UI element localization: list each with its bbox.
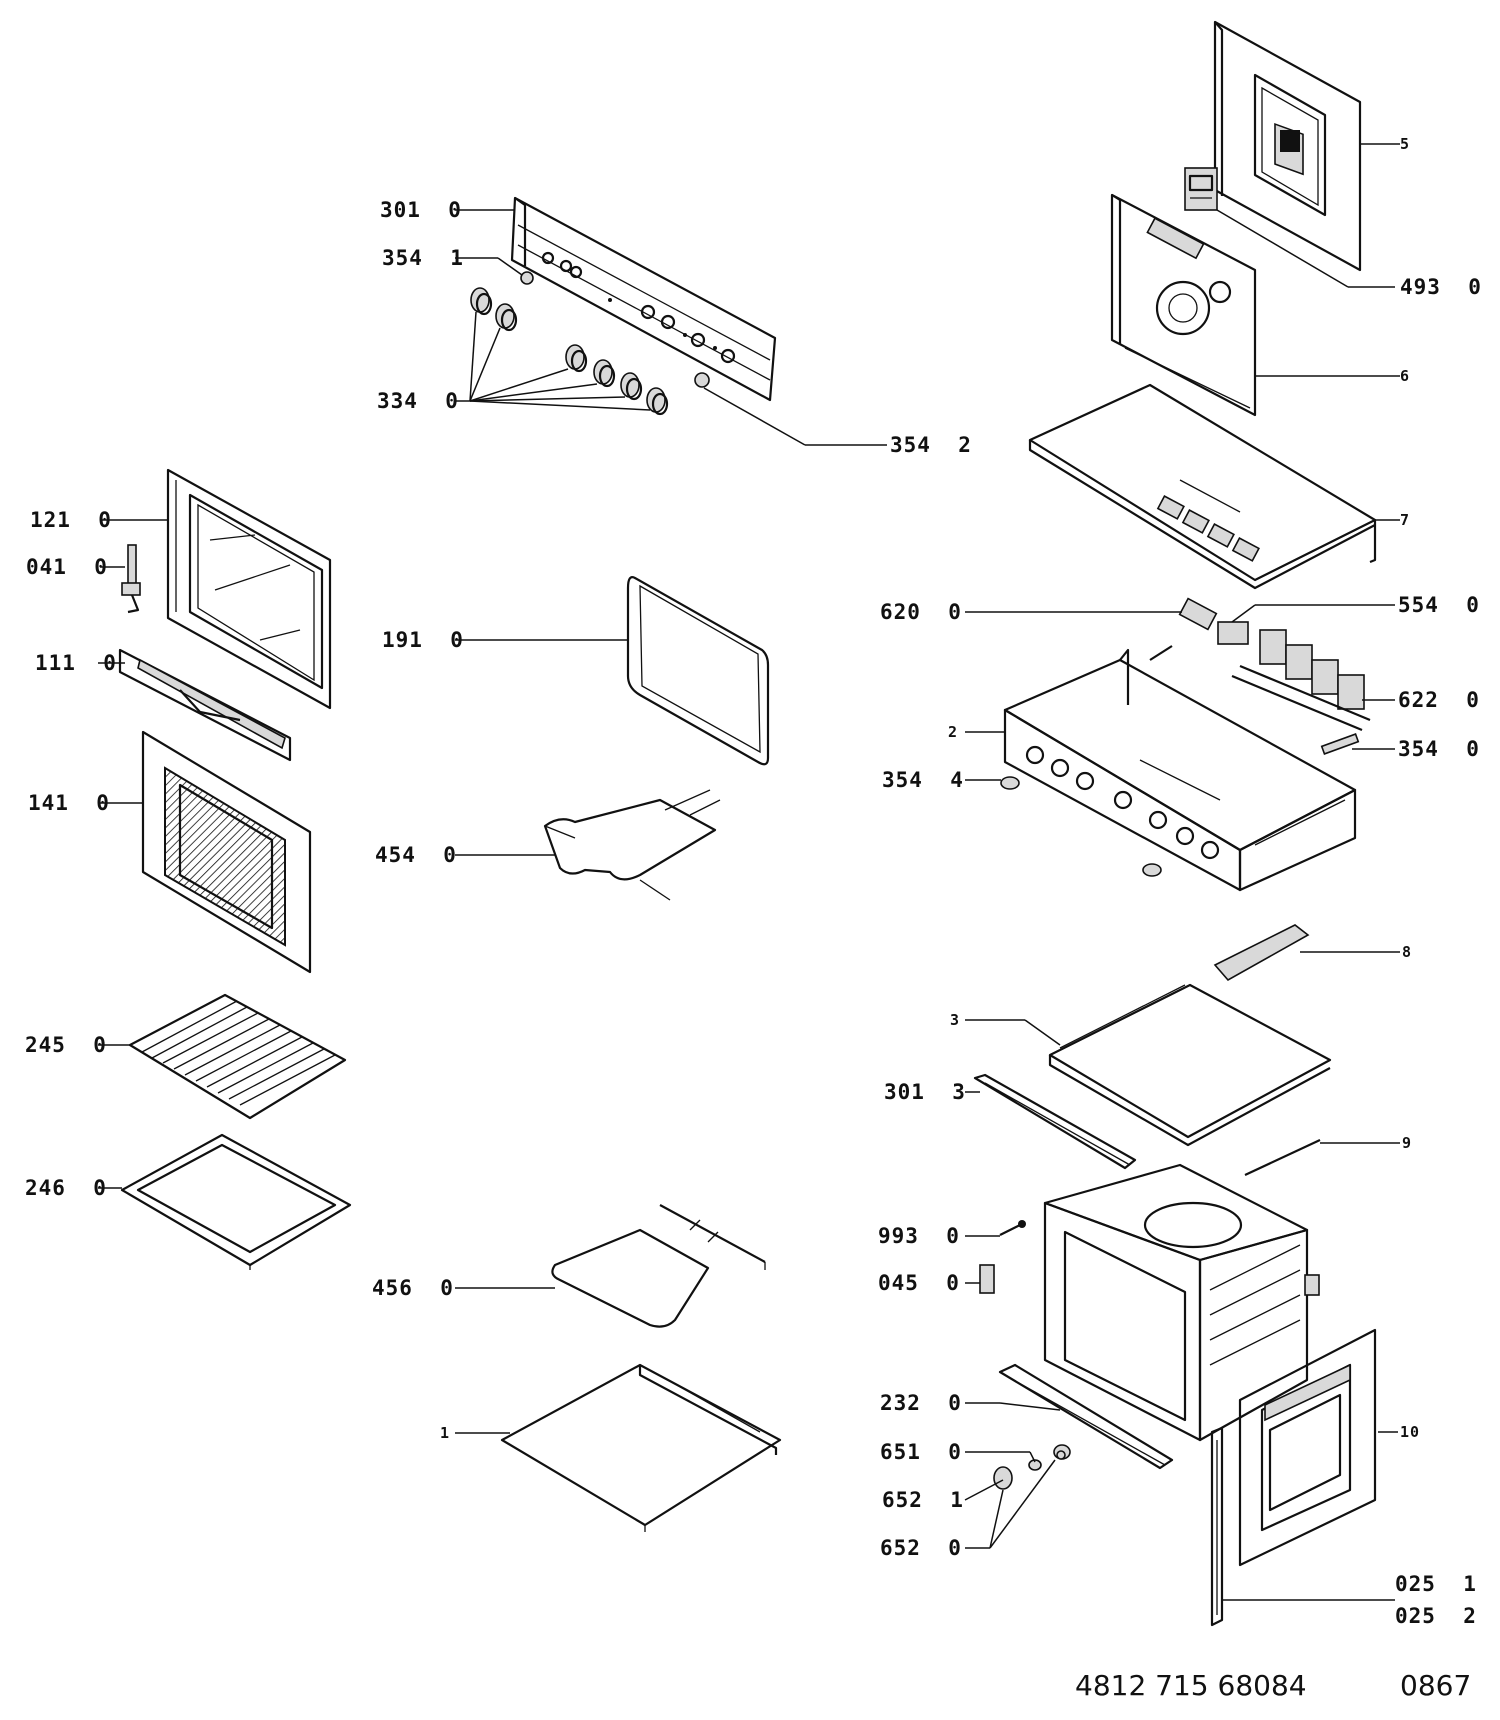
callout-354-2: 354 2 (890, 433, 972, 457)
screw-part (999, 1220, 1026, 1236)
rear-cover-part (1213, 20, 1362, 272)
bottom-plate-part (500, 1363, 782, 1532)
callout-354-1: 354 1 (382, 246, 464, 270)
bottom-heating-element-part (551, 1204, 766, 1328)
callout-301-3: 301 3 (884, 1080, 966, 1104)
callout-025-1: 025 1 (1395, 1572, 1477, 1596)
callout-7: 7 (1400, 511, 1411, 529)
switch-part (1149, 597, 1218, 661)
callout-354-4: 354 4 (882, 768, 964, 792)
callout-354-0: 354 0 (1398, 737, 1480, 761)
callout-652-1: 652 1 (882, 1488, 964, 1512)
callout-045-0: 045 0 (878, 1271, 960, 1295)
leader-lines (98, 143, 1400, 1601)
bottom-rail-part (998, 1363, 1174, 1470)
fan-housing-part (1110, 193, 1257, 417)
lamp-socket-part (1000, 776, 1162, 877)
callout-334-0: 334 0 (377, 389, 459, 413)
drawing-code-footer: 0867 (1400, 1669, 1472, 1702)
callout-554-0: 554 0 (1398, 593, 1480, 617)
top-heating-element-part (543, 789, 721, 901)
rod-part (1244, 1139, 1321, 1176)
callout-456-0: 456 0 (372, 1276, 454, 1300)
door-handle-part (118, 648, 292, 762)
callout-5: 5 (1400, 135, 1411, 153)
callout-041-0: 041 0 (26, 555, 108, 579)
control-panel-part (510, 196, 777, 402)
callout-493-0: 493 0 (1400, 275, 1482, 299)
guide-rail-part (1210, 1426, 1224, 1627)
callout-6: 6 (1400, 367, 1411, 385)
hinge-part (121, 544, 141, 614)
callout-121-0: 121 0 (30, 508, 112, 532)
indicator-lamp-part (520, 271, 534, 285)
lamp-holder-part (1320, 733, 1360, 755)
callout-620-0: 620 0 (880, 600, 962, 624)
terminal-block-part (1184, 167, 1218, 211)
knob-set-part (470, 287, 669, 416)
callout-111-0: 111 0 (35, 651, 117, 675)
door-frame-part (166, 468, 332, 710)
callout-1: 1 (440, 1424, 451, 1442)
part-number-footer: 4812 715 68084 (1075, 1669, 1307, 1702)
door-gasket-part (626, 576, 770, 766)
top-plate-part (1028, 383, 1377, 590)
callout-3: 3 (950, 1011, 961, 1029)
control-tray-part (1003, 648, 1357, 892)
callout-622-0: 622 0 (1398, 688, 1480, 712)
side-rail-part (973, 1073, 1137, 1170)
callout-8: 8 (1402, 943, 1413, 961)
callout-191-0: 191 0 (382, 628, 464, 652)
callout-454-0: 454 0 (375, 843, 457, 867)
oven-cavity-part (1043, 1163, 1320, 1442)
callout-651-0: 651 0 (880, 1440, 962, 1464)
bracket-part (1213, 924, 1310, 982)
side-panel-part (1238, 1328, 1377, 1567)
switch-cluster-part (1217, 621, 1371, 732)
outer-glass-part (141, 730, 312, 974)
indicator-lamp-part (694, 372, 710, 388)
baking-tray-part (120, 1133, 352, 1270)
callout-246-0: 246 0 (25, 1176, 107, 1200)
callout-245-0: 245 0 (25, 1033, 107, 1057)
callout-2: 2 (948, 723, 959, 741)
callout-652-0: 652 0 (880, 1536, 962, 1560)
callout-232-0: 232 0 (880, 1391, 962, 1415)
clip-part (979, 1264, 995, 1294)
callout-9: 9 (1402, 1134, 1413, 1152)
lamp-cover-part (993, 1444, 1071, 1490)
callout-025-2: 025 2 (1395, 1604, 1477, 1628)
door-gasket-inner (639, 584, 761, 754)
wire-shelf-part (128, 993, 347, 1120)
callout-10: 10 (1400, 1423, 1421, 1441)
callout-141-0: 141 0 (28, 791, 110, 815)
callout-301-0: 301 0 (380, 198, 462, 222)
side-plate-part (1048, 983, 1332, 1147)
callout-993-0: 993 0 (878, 1224, 960, 1248)
